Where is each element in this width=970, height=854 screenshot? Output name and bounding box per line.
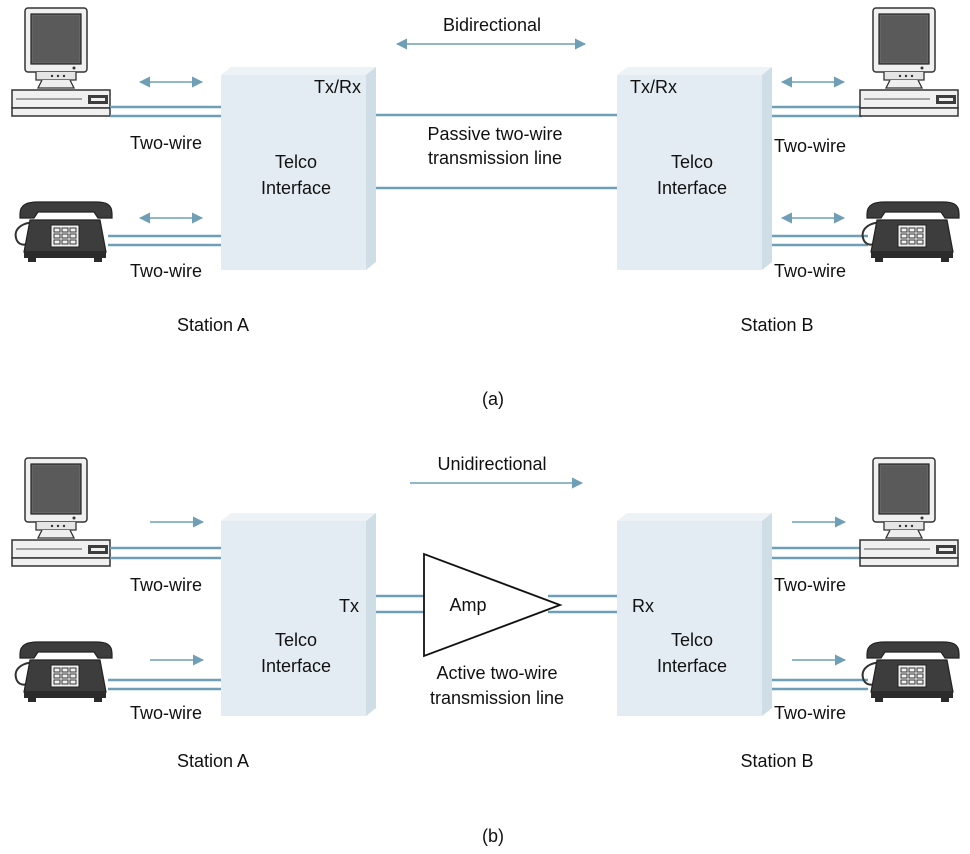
telephone-icon bbox=[14, 201, 113, 263]
two-wire-label: Two-wire bbox=[130, 261, 202, 281]
caption-a: (a) bbox=[482, 389, 504, 409]
amp-label: Amp bbox=[449, 595, 486, 615]
interface-label: Interface bbox=[657, 178, 727, 198]
two-wire-label: Two-wire bbox=[130, 133, 202, 153]
interface-label: Telco bbox=[275, 630, 317, 650]
interface-label: Interface bbox=[261, 178, 331, 198]
interface-label: Interface bbox=[657, 656, 727, 676]
panel-b: Unidirectional Two-wire Two-wire Tx Telc… bbox=[11, 454, 960, 846]
telephone-icon bbox=[861, 201, 960, 263]
port-label: Rx bbox=[632, 596, 654, 616]
line-label: Active two-wire bbox=[436, 663, 557, 683]
two-wire-label: Two-wire bbox=[774, 703, 846, 723]
computer-icon bbox=[11, 7, 111, 117]
interface-label: Telco bbox=[671, 152, 713, 172]
telephone-icon bbox=[14, 641, 113, 703]
interface-label: Telco bbox=[671, 630, 713, 650]
line-label: transmission line bbox=[428, 148, 562, 168]
unidirectional-label: Unidirectional bbox=[437, 454, 546, 474]
interface-label: Telco bbox=[275, 152, 317, 172]
two-wire-label: Two-wire bbox=[774, 261, 846, 281]
port-label: Tx/Rx bbox=[314, 77, 361, 97]
two-wire-label: Two-wire bbox=[774, 575, 846, 595]
telephone-icon bbox=[861, 641, 960, 703]
two-wire-label: Two-wire bbox=[130, 703, 202, 723]
interface-label: Interface bbox=[261, 656, 331, 676]
station-a-label: Station A bbox=[177, 315, 249, 335]
line-label: transmission line bbox=[430, 688, 564, 708]
panel-a: Bidirectional Two-wire Two-wire Tx/Rx Te… bbox=[11, 7, 960, 409]
station-a-label: Station A bbox=[177, 751, 249, 771]
computer-icon bbox=[859, 457, 959, 567]
two-wire-label: Two-wire bbox=[774, 136, 846, 156]
caption-b: (b) bbox=[482, 826, 504, 846]
station-b-label: Station B bbox=[740, 315, 813, 335]
computer-icon bbox=[11, 457, 111, 567]
amplifier-icon bbox=[423, 552, 563, 658]
computer-icon bbox=[859, 7, 959, 117]
bidirectional-label: Bidirectional bbox=[443, 15, 541, 35]
port-label: Tx/Rx bbox=[630, 77, 677, 97]
line-label: Passive two-wire bbox=[427, 124, 562, 144]
station-b-label: Station B bbox=[740, 751, 813, 771]
port-label: Tx bbox=[339, 596, 359, 616]
two-wire-label: Two-wire bbox=[130, 575, 202, 595]
